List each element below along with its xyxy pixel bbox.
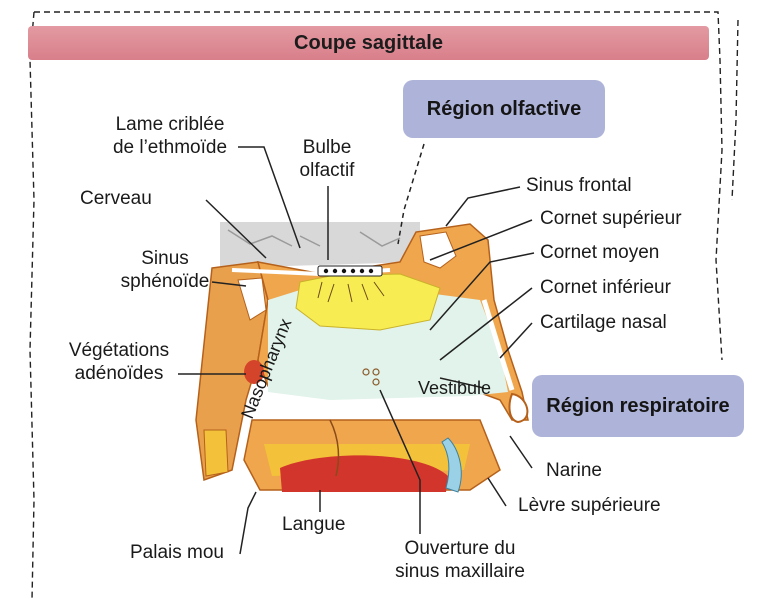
- label-ouverture-sinus: Ouverture du sinus maxillaire: [380, 537, 540, 583]
- frontal-sinus: [419, 231, 457, 269]
- region-respiratoire-box: Région respiratoire: [532, 375, 744, 437]
- olfactory-bulb: [317, 265, 383, 277]
- label-sinus-sphenoide-line1: Sinus: [141, 248, 189, 269]
- label-palais-mou: Palais mou: [130, 542, 224, 563]
- leader-lines: [178, 143, 541, 555]
- region-olfactive-label: Région olfactive: [426, 97, 582, 120]
- adenoid: [244, 360, 264, 384]
- label-sinus-sphenoide-line2: sphénoïde: [120, 271, 210, 292]
- label-lame-criblee-line2: de l’ethmoïde: [112, 137, 228, 158]
- anatomy-illustration: Nasopharynx: [195, 222, 529, 493]
- nasal-cartilage-strip: [481, 299, 515, 391]
- title-bar: Coupe sagittale: [28, 26, 709, 60]
- label-lame-criblee: Lame criblée de l’ethmoïde: [90, 113, 250, 159]
- label-ouverture-line2: sinus maxillaire: [395, 561, 525, 582]
- label-bulbe-line2: olfactif: [299, 160, 355, 181]
- label-cornet-superieur: Cornet supérieur: [540, 208, 682, 229]
- region-olfactive-box: Région olfactive: [403, 80, 605, 138]
- label-langue: Langue: [282, 514, 346, 535]
- label-narine: Narine: [546, 460, 602, 481]
- label-bulbe-olfactif: Bulbe olfactif: [284, 136, 370, 182]
- label-bulbe-line1: Bulbe: [302, 137, 352, 158]
- label-vestibule: Vestibule: [418, 378, 492, 398]
- label-cornet-inferieur: Cornet inférieur: [540, 277, 671, 298]
- label-levre-superieure: Lèvre supérieure: [518, 495, 661, 516]
- label-sinus-sphenoide: Sinus sphénoïde: [110, 247, 220, 293]
- label-vegetations: Végétations adénoïdes: [54, 339, 184, 385]
- brain-region: [220, 222, 420, 268]
- title-text: Coupe sagittale: [294, 31, 443, 54]
- superior-turbinate: [295, 273, 441, 331]
- label-cerveau: Cerveau: [80, 188, 152, 209]
- label-vegetations-line1: Végétations: [68, 340, 170, 361]
- label-sinus-frontal: Sinus frontal: [526, 175, 632, 196]
- label-ouverture-line1: Ouverture du: [404, 538, 516, 559]
- label-cartilage-nasal: Cartilage nasal: [540, 312, 667, 333]
- nostril: [508, 392, 529, 424]
- tongue: [280, 455, 448, 492]
- label-cornet-moyen: Cornet moyen: [540, 242, 660, 263]
- label-lame-criblee-line1: Lame criblée: [115, 114, 225, 135]
- label-vegetations-line2: adénoïdes: [74, 363, 164, 384]
- region-respiratoire-label: Région respiratoire: [546, 394, 730, 417]
